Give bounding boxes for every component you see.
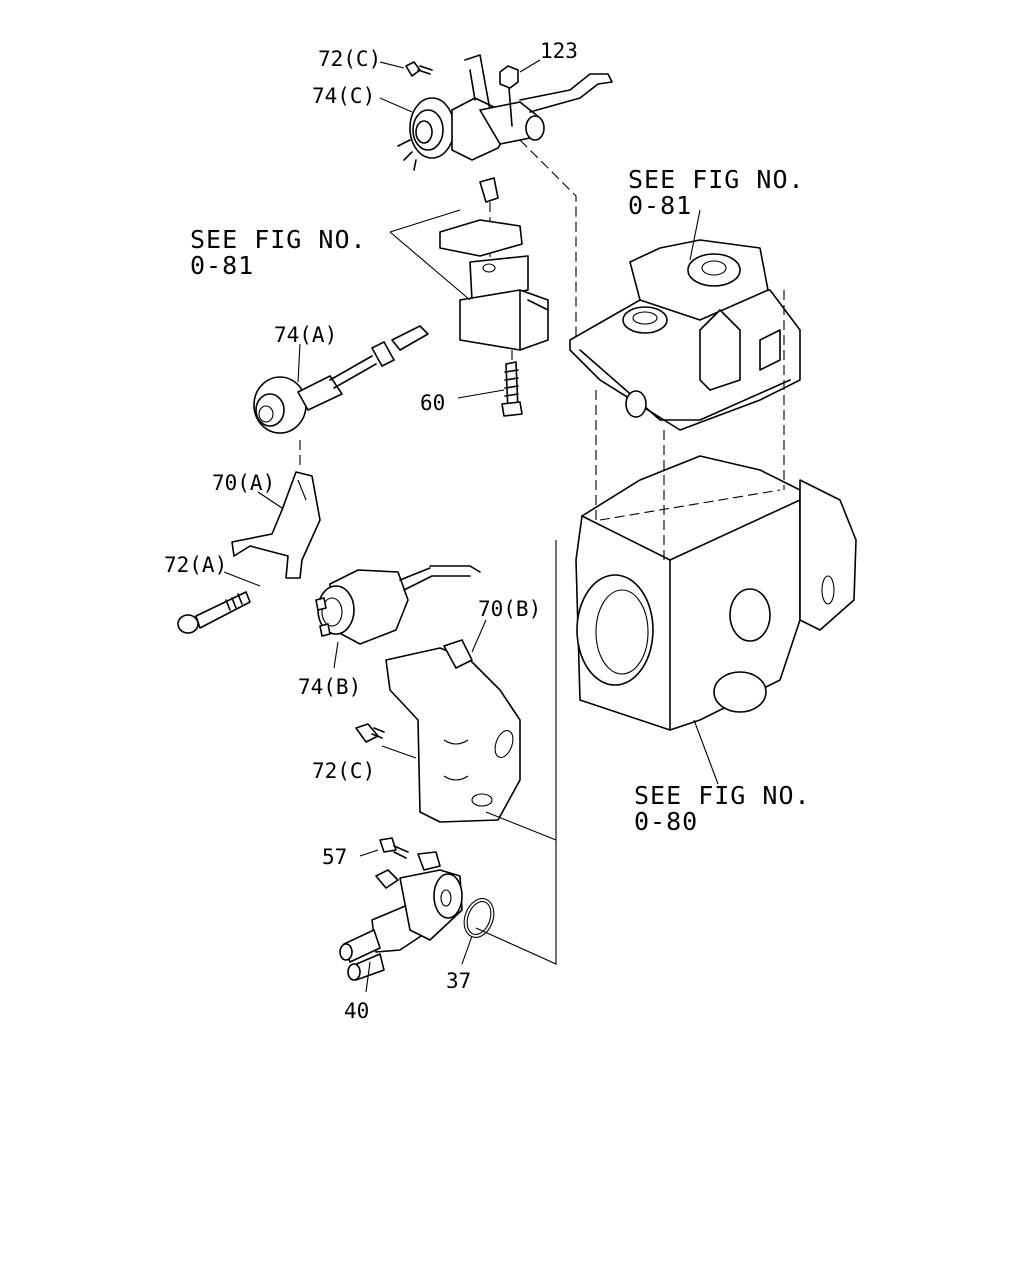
label-74a: 74(A): [274, 323, 337, 347]
label-72c-top: 72(C): [318, 47, 381, 71]
label-72a: 72(A): [164, 553, 227, 577]
part-labels: 72(C) 74(C) 123 74(A) 60 70(A) 72(A) 74(…: [164, 39, 578, 1023]
bracket-center-upper: [439, 177, 549, 351]
part-72c-bolt-mid: [355, 723, 385, 743]
figure-references: SEE FIG NO. 0-81 SEE FIG NO. 0-81 SEE FI…: [190, 165, 811, 836]
ref-0-80-line1: SEE FIG NO.: [634, 781, 811, 810]
ref-0-81-upper-line1: SEE FIG NO.: [628, 165, 805, 194]
part-72a-bolt: [177, 591, 251, 634]
label-72c-mid: 72(C): [312, 759, 375, 783]
label-74b: 74(B): [298, 675, 361, 699]
ref-0-81-left-line1: SEE FIG NO.: [190, 225, 367, 254]
part-40-valve: [339, 851, 463, 981]
label-57: 57: [322, 845, 347, 869]
part-74a-actuator: [253, 325, 429, 434]
part-74c-actuator: [397, 54, 613, 171]
label-123: 123: [540, 39, 578, 63]
label-70a: 70(A): [212, 471, 275, 495]
label-60: 60: [420, 391, 445, 415]
ref-0-80-line2: 0-80: [634, 807, 698, 836]
label-37: 37: [446, 969, 471, 993]
part-123-nut: [499, 65, 519, 127]
part-37-o-ring: [463, 898, 495, 938]
throttle-body-0-80: [575, 455, 857, 731]
part-74b-actuator: [315, 565, 481, 645]
part-60-stud: [501, 346, 523, 417]
ref-0-81-left-line2: 0-81: [190, 251, 254, 280]
leader-lines: [223, 59, 719, 993]
part-57-bolt: [379, 837, 409, 859]
ref-0-81-upper-line2: 0-81: [628, 191, 692, 220]
part-72c-bolt-top: [405, 61, 433, 77]
label-40: 40: [344, 999, 369, 1023]
upper-housing-0-81: [569, 239, 801, 431]
label-74c: 74(C): [312, 84, 375, 108]
alignment-lines: [475, 139, 785, 965]
label-70b: 70(B): [478, 597, 541, 621]
part-70a-bracket: [231, 440, 321, 579]
part-70b-bracket: [385, 639, 521, 823]
